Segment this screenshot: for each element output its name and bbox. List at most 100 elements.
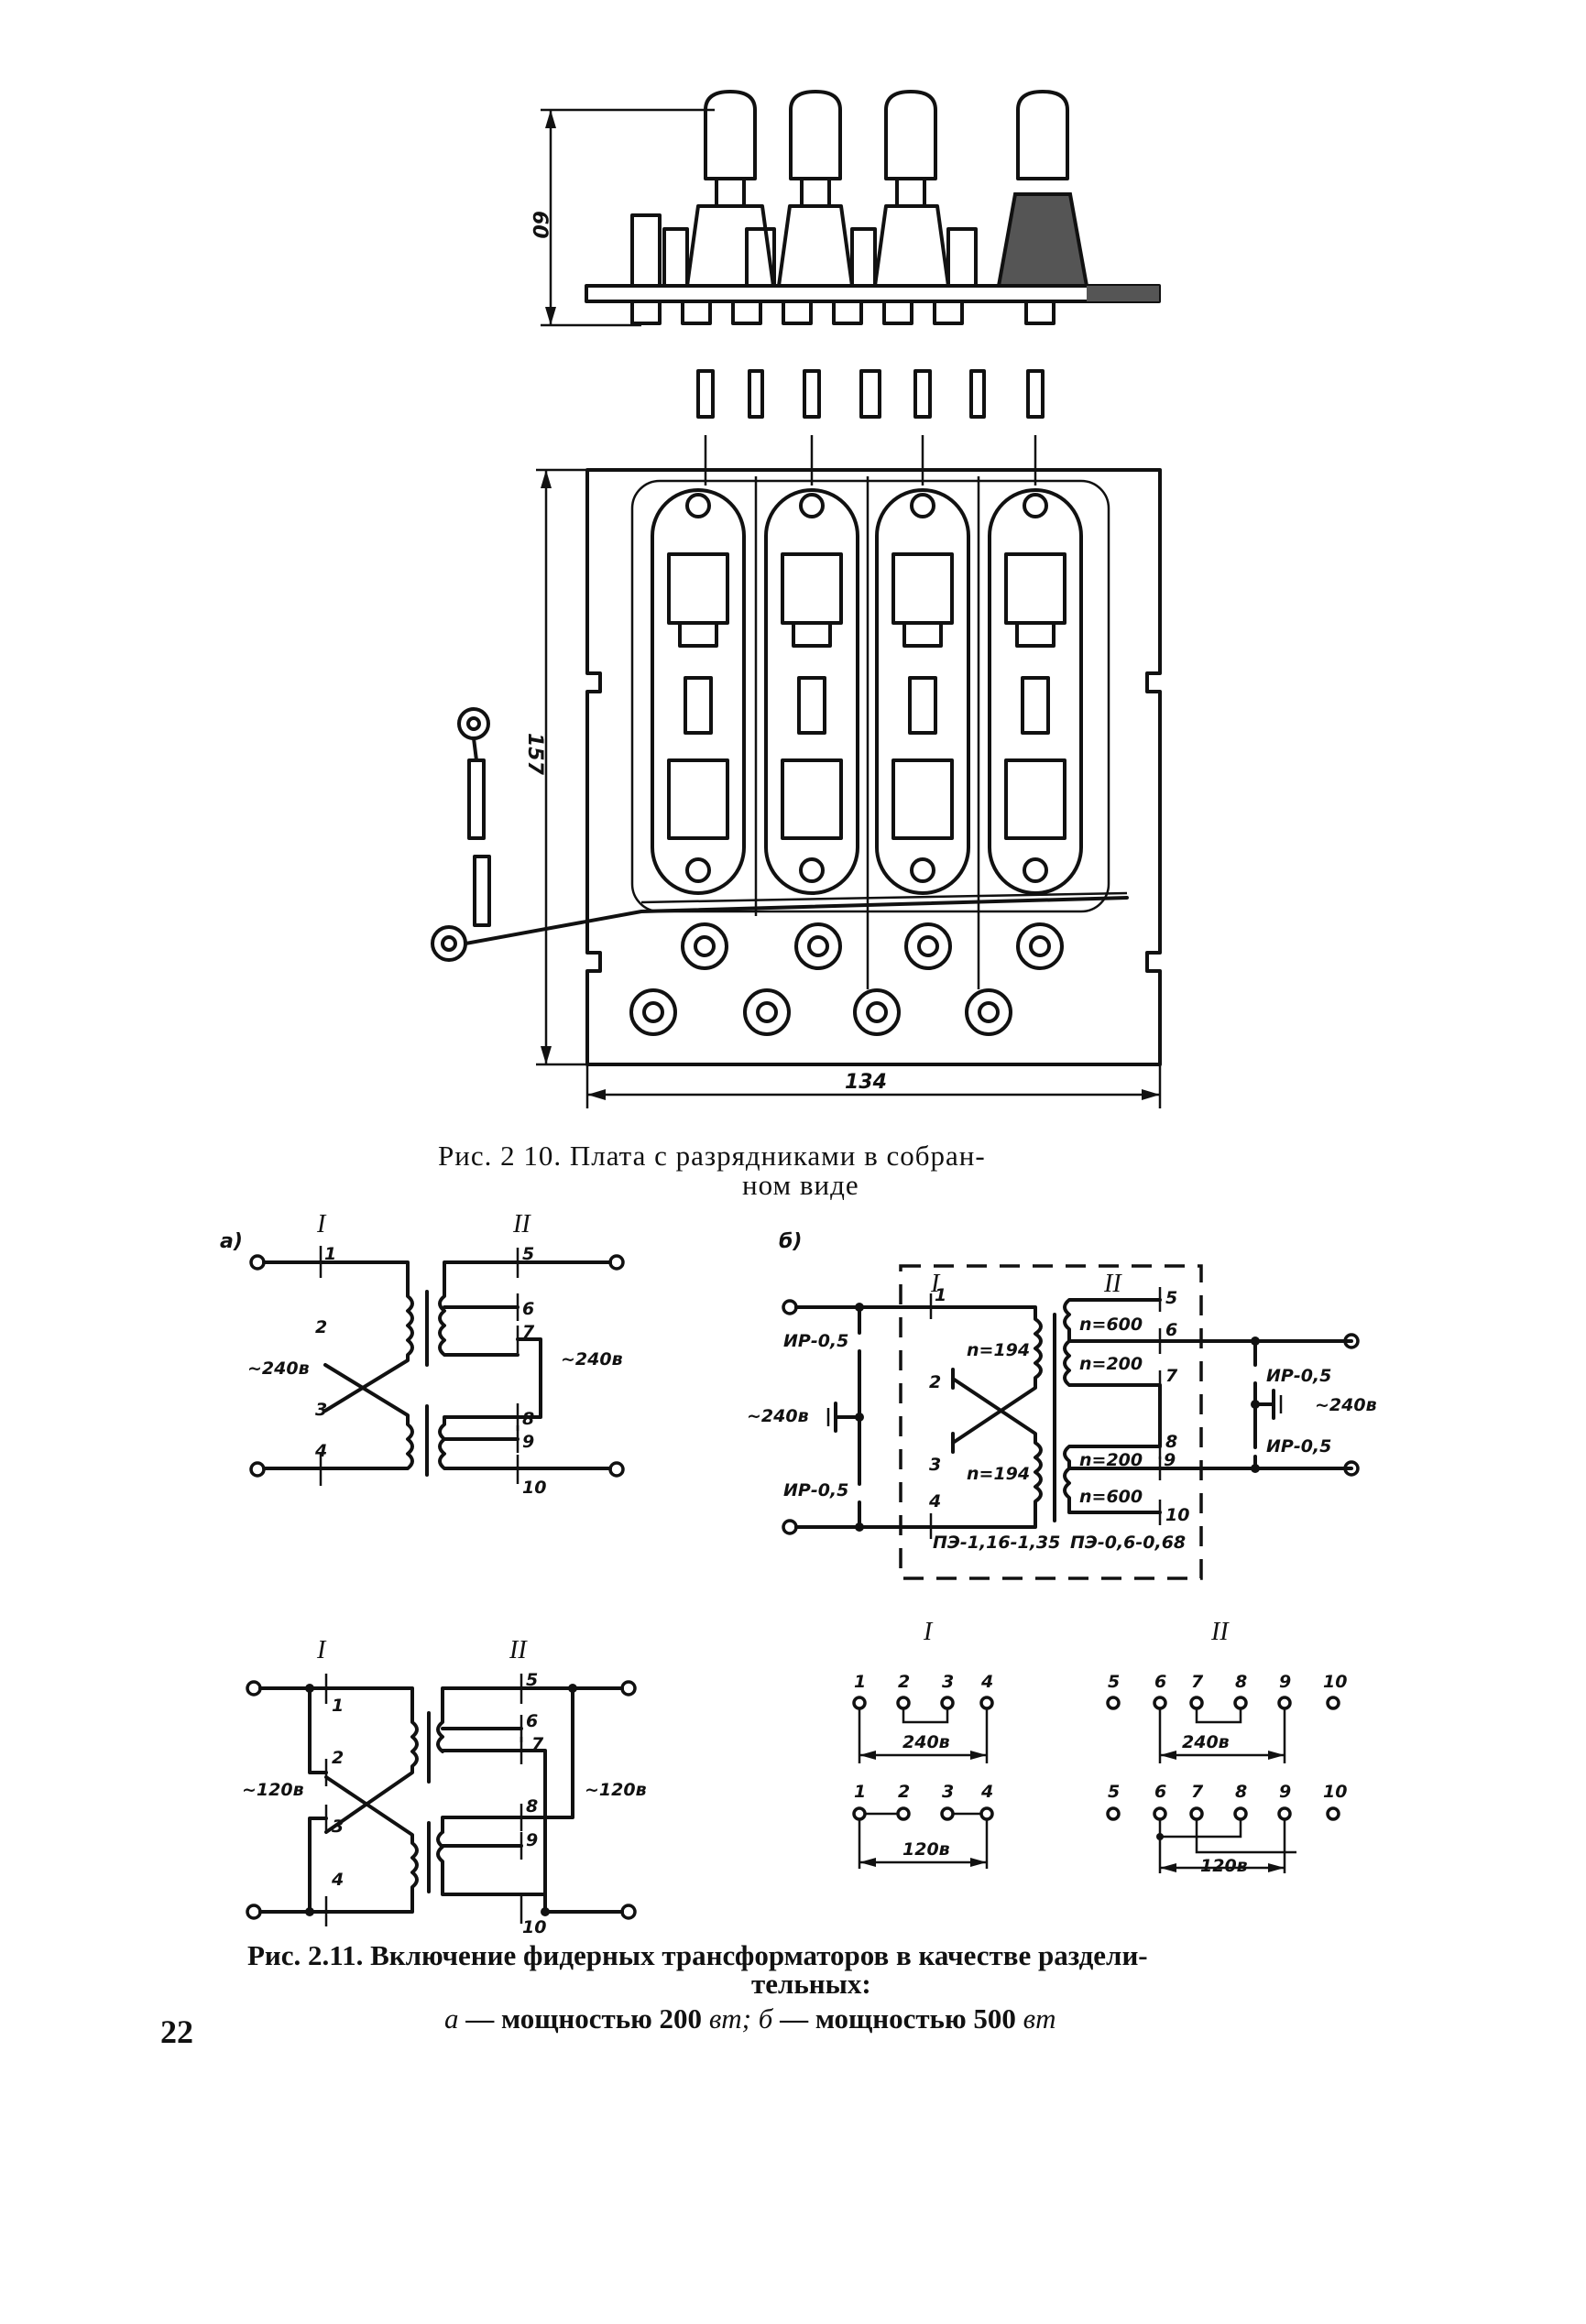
svg-text:6: 6 [1165,1320,1177,1340]
svg-text:7: 7 [522,1322,535,1342]
svg-text:4: 4 [314,1441,327,1461]
svg-text:~240в: ~240в [561,1349,623,1369]
svg-text:ИР-0,5: ИР-0,5 [783,1331,848,1351]
svg-text:240в: 240в [902,1732,950,1752]
arrester-side-1 [685,90,775,288]
arrester-side-2 [777,90,854,288]
arrester-side-3 [873,90,950,288]
svg-text:~120в: ~120в [242,1780,304,1800]
terminals-row-2 [629,988,1012,1036]
svg-text:n=194: n=194 [967,1340,1030,1360]
svg-text:9: 9 [1279,1782,1291,1802]
svg-text:3: 3 [929,1455,941,1475]
dimension-height: 60 [528,211,551,239]
svg-text:10: 10 [1323,1672,1347,1692]
dimension-length: 157 [523,733,546,776]
ground-wire [431,707,1129,962]
svg-text:8: 8 [526,1796,538,1817]
figure-2-10-caption-line2: ном виде [742,1169,859,1201]
terminal-out-top [608,1254,625,1271]
svg-text:7: 7 [1191,1782,1204,1802]
lead-wires [696,369,1045,486]
plan-dimensions: 157 134 [523,468,1162,1108]
svg-text:5: 5 [1108,1782,1120,1802]
svg-text:6: 6 [526,1711,538,1731]
figure-2-10-caption-line1: Рис. 2 10. Плата с разрядниками в собран… [438,1140,986,1172]
svg-text:6: 6 [522,1299,534,1319]
figure-2-11-caption-line1: Рис. 2.11. Включение фидерных трансформа… [247,1939,1148,1971]
svg-text:1: 1 [854,1672,866,1692]
svg-text:3: 3 [332,1817,344,1837]
arrester-capsule-1 [651,488,746,895]
svg-text:240в: 240в [1182,1732,1230,1752]
svg-text:3: 3 [942,1672,954,1692]
posts [630,213,978,288]
panel-label-b: б) [779,1230,802,1253]
svg-text:ПЭ-1,16-1,35: ПЭ-1,16-1,35 [933,1533,1060,1553]
svg-text:6: 6 [1154,1782,1166,1802]
svg-text:II: II [1210,1618,1230,1646]
arrester-capsule-4 [988,488,1083,895]
svg-text:120в: 120в [1200,1856,1248,1876]
svg-text:10: 10 [522,1478,546,1498]
svg-text:7: 7 [1191,1672,1204,1692]
terminals-row-1 [681,922,1064,970]
schematic-a-120v: I II 1 2 3 4 5 6 7 8 9 10 ~120в ~120в [242,1636,647,1937]
svg-text:9: 9 [1279,1672,1291,1692]
svg-text:~240в: ~240в [747,1406,809,1426]
svg-text:4: 4 [980,1782,993,1802]
terminal-in-bottom [249,1461,266,1478]
svg-text:10: 10 [1323,1782,1347,1802]
svg-text:5: 5 [1165,1288,1177,1308]
schematic-a-240v: а) I II 1 2 3 4 5 6 7 8 9 10 ~240в ~240в [220,1210,625,1498]
svg-text:I: I [923,1618,934,1646]
svg-text:II: II [512,1210,531,1238]
svg-text:4: 4 [980,1672,993,1692]
svg-text:4: 4 [928,1491,941,1511]
svg-text:I: I [930,1270,941,1298]
svg-text:120в: 120в [902,1839,950,1860]
svg-text:I: I [316,1210,327,1238]
schematic-b-500w: б) I II 1 2 3 4 5 6 7 8 [747,1230,1377,1580]
svg-text:6: 6 [1154,1672,1166,1692]
board-side-view: 60 [528,90,1161,327]
svg-text:8: 8 [1235,1782,1247,1802]
svg-text:n=200: n=200 [1079,1354,1143,1374]
svg-text:9: 9 [526,1830,538,1850]
svg-text:1: 1 [935,1285,946,1305]
terminal-in-top [249,1254,266,1271]
svg-text:3: 3 [315,1400,327,1420]
svg-text:8: 8 [1235,1672,1247,1692]
svg-text:7: 7 [1165,1366,1178,1386]
arrester-capsule-2 [764,488,859,895]
figure-2-11-caption-line2: тельных: [751,1968,871,2000]
terminal-out-bottom [608,1461,625,1478]
arrester-side-4-section [996,90,1159,301]
panel-label-a: а) [220,1230,243,1253]
svg-text:2: 2 [332,1748,344,1768]
svg-text:8: 8 [522,1409,534,1429]
svg-text:5: 5 [526,1670,538,1690]
svg-text:II: II [509,1636,528,1664]
nuts [630,300,1056,325]
svg-text:10: 10 [522,1917,546,1937]
svg-text:ИР-0,5: ИР-0,5 [1266,1436,1331,1457]
svg-text:5: 5 [522,1244,534,1264]
svg-text:n=200: n=200 [1079,1450,1143,1470]
svg-text:2: 2 [898,1782,910,1802]
dimension-width: 134 [845,1071,887,1094]
svg-text:4: 4 [331,1870,344,1890]
svg-text:n=600: n=600 [1079,1315,1143,1335]
svg-text:n=600: n=600 [1079,1487,1143,1507]
svg-text:ИР-0,5: ИР-0,5 [783,1480,848,1500]
svg-text:9: 9 [522,1432,534,1452]
svg-text:I: I [316,1636,327,1664]
svg-text:ИР-0,5: ИР-0,5 [1266,1366,1331,1386]
svg-text:9: 9 [1164,1450,1176,1470]
svg-text:7: 7 [531,1734,544,1754]
svg-text:8: 8 [1165,1432,1177,1452]
svg-text:5: 5 [1108,1672,1120,1692]
svg-text:2: 2 [929,1372,941,1392]
figure-2-11-caption-line3: а — мощностью 200 вт; б — мощностью 500 … [444,2002,1056,2035]
svg-text:ПЭ-0,6-0,68: ПЭ-0,6-0,68 [1070,1533,1186,1553]
